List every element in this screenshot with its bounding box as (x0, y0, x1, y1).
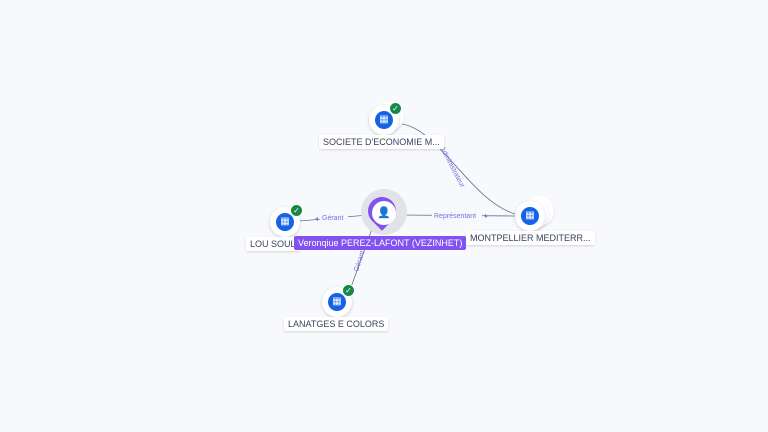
building-icon: ▦ (375, 111, 393, 129)
building-icon: ▦ (328, 293, 346, 311)
edge-representant-montpellier: Représentant (398, 211, 516, 220)
edge-label: Gérant (322, 215, 343, 222)
company-label[interactable]: SOCIETE D'ECONOMIE M... (319, 135, 444, 149)
person-label[interactable]: Veronqiue PEREZ-LAFONT (VEZINHET) (294, 236, 467, 250)
building-icon: ▦ (276, 213, 294, 231)
verified-check-icon: ✓ (290, 204, 303, 217)
company-label[interactable]: LOU SOUL (246, 237, 300, 251)
company-node-montpellier[interactable]: ▦ (515, 201, 545, 231)
edge-label: Représentant (434, 213, 476, 220)
company-node-lou-soul[interactable]: ▦ ✓ (270, 204, 303, 237)
edge-label: Gérant (353, 250, 366, 273)
company-node-lanatges[interactable]: ▦ ✓ (322, 284, 355, 317)
company-label[interactable]: MONTPELLIER MEDITERR... (466, 231, 595, 245)
person-icon: 👤 (372, 201, 396, 225)
verified-check-icon: ✓ (342, 284, 355, 297)
verified-check-icon: ✓ (389, 102, 402, 115)
edge-gerant-lou-soul: Gérant (299, 213, 369, 222)
company-node-societe[interactable]: ▦ ✓ (369, 102, 402, 135)
building-icon: ▦ (521, 207, 539, 225)
edge-label: Administrateur (438, 146, 466, 190)
company-label[interactable]: LANATGES E COLORS (284, 317, 389, 331)
